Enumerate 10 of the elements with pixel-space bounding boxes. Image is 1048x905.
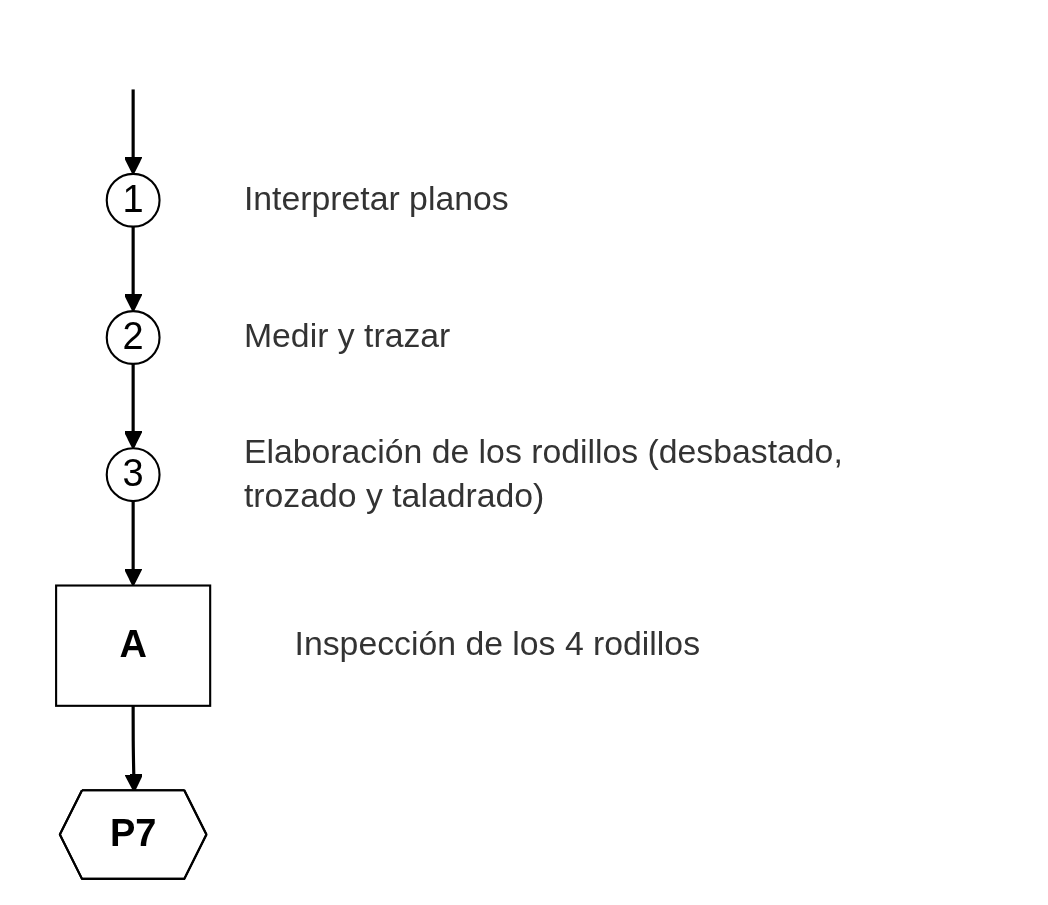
step-description: Interpretar planos bbox=[244, 179, 509, 219]
node-circle: 3 bbox=[106, 447, 161, 503]
node-circle: 2 bbox=[106, 310, 161, 365]
step-description: Inspección de los 4 rodillos bbox=[294, 624, 701, 664]
arrow bbox=[124, 226, 143, 312]
arrow bbox=[124, 89, 143, 175]
node-box: A bbox=[55, 584, 212, 707]
step-description: Medir y trazar bbox=[244, 316, 451, 356]
node-circle: 1 bbox=[106, 172, 161, 228]
step-description: Elaboración de los rodillos (desbastado, trozado y taladrado) bbox=[244, 431, 845, 516]
